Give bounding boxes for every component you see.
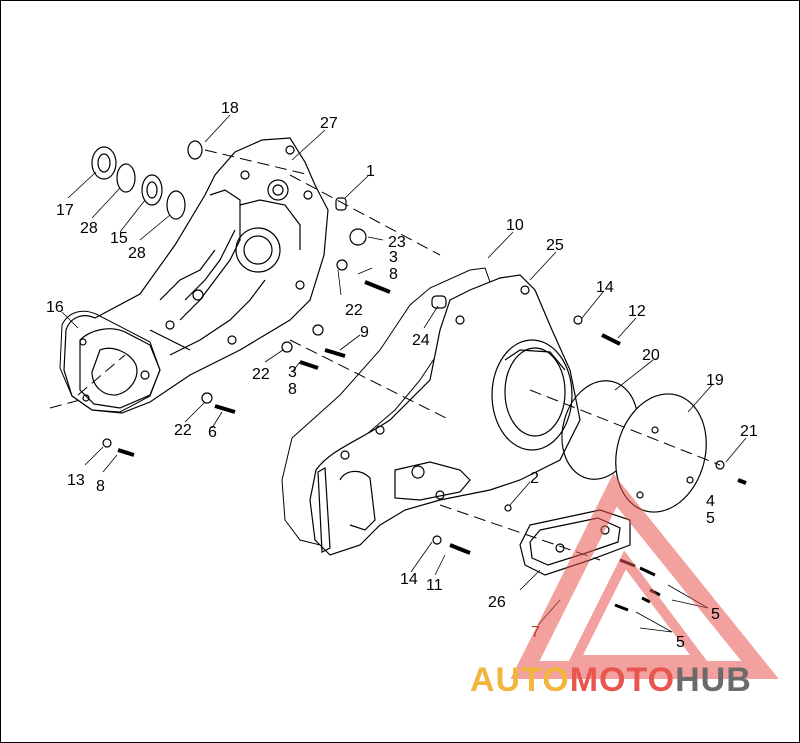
callout-5: 5	[711, 606, 720, 623]
callout-22: 22	[252, 366, 270, 383]
callout-5: 5	[676, 634, 685, 651]
callout-8: 8	[389, 266, 398, 283]
callout-3: 3	[389, 249, 398, 266]
callout-21: 21	[740, 423, 758, 440]
callout-16: 16	[46, 299, 64, 316]
callout-7: 7	[531, 624, 540, 641]
callout-27: 27	[320, 115, 338, 132]
callout-13: 13	[67, 472, 85, 489]
bearing-part	[141, 174, 163, 206]
callout-6: 6	[208, 424, 217, 441]
callout-25: 25	[546, 237, 564, 254]
callout-1: 1	[366, 163, 375, 180]
callout-14: 14	[596, 279, 614, 296]
callout-8: 8	[288, 381, 297, 398]
callout-17: 17	[56, 202, 74, 219]
inner-gasket	[59, 310, 161, 413]
callout-19: 19	[706, 372, 724, 389]
clutch-inspection-cover	[615, 393, 707, 513]
outer-primary-cover	[309, 274, 581, 556]
callout-26: 26	[488, 594, 506, 611]
callout-8: 8	[96, 478, 105, 495]
watermark-auto: AUTO	[470, 661, 570, 699]
callout-28: 28	[128, 245, 146, 262]
bushing-part	[431, 295, 447, 309]
callout-11: 11	[426, 577, 443, 594]
retaining-ring	[116, 163, 136, 193]
callout-14: 14	[400, 571, 418, 588]
callout-15: 15	[110, 230, 128, 247]
watermark-triangle-logo	[510, 473, 779, 679]
watermark-hub: HUB	[675, 661, 752, 699]
callout-12: 12	[628, 303, 646, 320]
callout-20: 20	[642, 347, 660, 364]
callout-9: 9	[360, 324, 369, 341]
callout-18: 18	[221, 100, 239, 117]
callout-3: 3	[288, 364, 297, 381]
bushing-23	[349, 228, 367, 246]
callout-28: 28	[80, 220, 98, 237]
callout-4: 4	[706, 493, 715, 510]
callout-22: 22	[345, 302, 363, 319]
seal-small	[187, 140, 203, 160]
callout-5: 5	[706, 510, 715, 527]
callout-2: 2	[530, 470, 539, 487]
callout-10: 10	[506, 217, 524, 234]
inner-primary-housing	[63, 137, 329, 414]
callout-24: 24	[412, 332, 430, 349]
callout-22: 22	[174, 422, 192, 439]
seal-part	[91, 146, 117, 180]
watermark-moto: MOTO	[569, 661, 676, 699]
callout-23: 23	[388, 234, 406, 251]
watermark-logo-text: AUTOMOTOHUB	[470, 660, 800, 700]
retaining-ring	[166, 190, 186, 220]
